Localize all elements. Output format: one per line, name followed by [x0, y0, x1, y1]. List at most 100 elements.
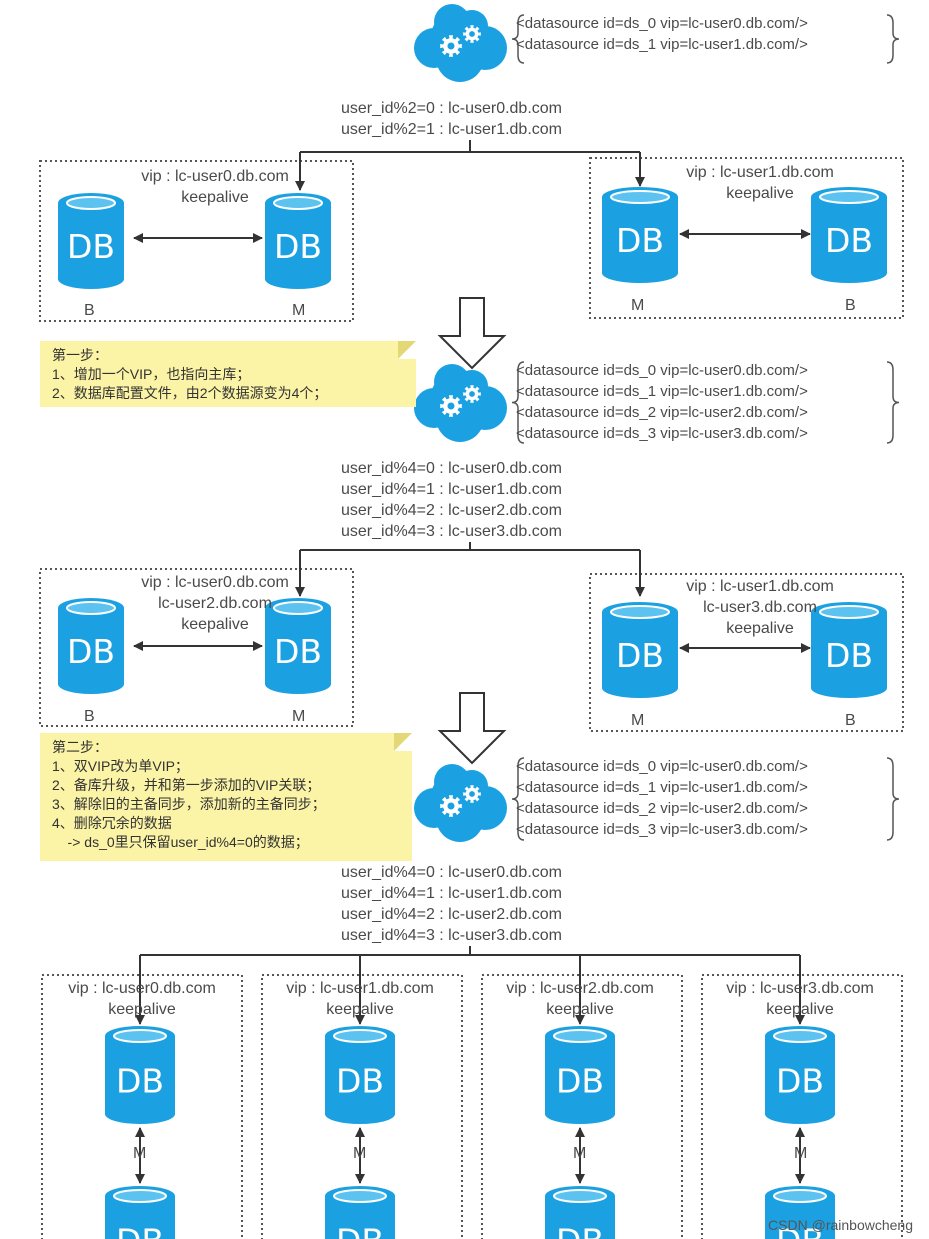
stage2-group1-vip: vip : lc-user1.db.com lc-user3.db.com ke…	[625, 576, 895, 639]
db-label: DB	[825, 636, 873, 675]
keepalive-label: keepalive	[726, 620, 794, 637]
db-body	[765, 1196, 835, 1239]
db-label: DB	[67, 632, 115, 671]
datasource-line: <datasource id=ds_0 vip=lc-user0.db.com/…	[516, 362, 808, 379]
down-arrow-icon	[437, 297, 507, 370]
routing-rule: user_id%4=2 : lc-user2.db.com	[341, 906, 562, 923]
db-label: DB	[336, 1221, 384, 1239]
gear-hole	[447, 402, 455, 410]
db-body	[602, 612, 678, 698]
db-top-rim	[66, 196, 116, 210]
db-body	[545, 1036, 615, 1124]
keepalive-label: keepalive	[108, 1001, 176, 1018]
db-top-rim	[610, 605, 670, 619]
db-body	[325, 1036, 395, 1124]
vip-label: vip : lc-user1.db.com	[686, 578, 834, 595]
gear-hole	[469, 791, 475, 797]
curly-brace	[511, 757, 525, 841]
database-icon: DB	[105, 1026, 175, 1124]
stage2-group0-vip: vip : lc-user0.db.com lc-user2.db.com ke…	[80, 572, 350, 635]
db-label: DB	[776, 1061, 824, 1100]
vip-label: vip : lc-user3.db.com	[726, 980, 874, 997]
role-label: B	[845, 297, 856, 314]
keepalive-label: keepalive	[766, 1001, 834, 1018]
gear-hole	[469, 391, 475, 397]
db-label: DB	[825, 221, 873, 260]
database-icon: DB	[58, 598, 124, 694]
vip-label: lc-user2.db.com	[158, 595, 272, 612]
note-fold-corner	[398, 341, 416, 359]
stage3-group2-vip: vip : lc-user2.db.com keepalive	[480, 978, 680, 1020]
datasource-line: <datasource id=ds_1 vip=lc-user1.db.com/…	[516, 36, 808, 53]
cloud-gear-icon	[414, 4, 507, 82]
role-label: M	[573, 1145, 587, 1162]
replica-group-box	[481, 974, 683, 1239]
db-body	[545, 1196, 615, 1239]
db-top-rim	[273, 196, 323, 210]
step2-note: 第二步： 1、双VIP改为单VIP； 2、备库升级，并和第一步添加的VIP关联；…	[40, 733, 412, 861]
routing-rule: user_id%2=0 : lc-user0.db.com	[341, 100, 562, 117]
routing-rule: user_id%4=1 : lc-user1.db.com	[341, 885, 562, 902]
db-label: DB	[274, 632, 322, 671]
curly-brace	[511, 361, 525, 444]
database-icon: DB	[58, 193, 124, 289]
note-line: 1、双VIP改为单VIP；	[52, 758, 189, 774]
cloud-puff	[436, 394, 484, 442]
replica-group-box	[39, 568, 354, 727]
db-top-rim	[113, 1029, 167, 1043]
db-top-rim	[773, 1189, 827, 1203]
curly-brace	[886, 757, 900, 841]
vip-label: lc-user3.db.com	[703, 599, 817, 616]
note-line: -> ds_0里只保留user_id%4=0的数据；	[52, 834, 309, 850]
note-line: 2、备库升级，并和第一步添加的VIP关联；	[52, 777, 321, 793]
note-line: 3、解除旧的主备同步，添加新的主备同步；	[52, 796, 326, 812]
role-label: M	[353, 1145, 367, 1162]
datasource-line: <datasource id=ds_1 vip=lc-user1.db.com/…	[516, 383, 808, 400]
datasource-line: <datasource id=ds_2 vip=lc-user2.db.com/…	[516, 404, 808, 421]
keepalive-label: keepalive	[181, 189, 249, 206]
db-top-rim	[819, 605, 879, 619]
routing-rule: user_id%2=1 : lc-user1.db.com	[341, 121, 562, 138]
role-label: M	[292, 302, 306, 319]
routing-rule: user_id%4=0 : lc-user0.db.com	[341, 460, 562, 477]
vip-label: vip : lc-user0.db.com	[68, 980, 216, 997]
stage1-datasource-list: <datasource id=ds_0 vip=lc-user0.db.com/…	[516, 13, 808, 55]
role-label: M	[631, 297, 645, 314]
cloud-gear-icon	[414, 764, 507, 842]
db-top-rim	[273, 601, 323, 615]
db-body	[602, 197, 678, 283]
note-line: 第二步：	[52, 739, 108, 755]
db-top-rim	[610, 190, 670, 204]
routing-rule: user_id%4=0 : lc-user0.db.com	[341, 864, 562, 881]
db-body	[811, 197, 887, 283]
db-body	[58, 608, 124, 694]
routing-rule: user_id%4=1 : lc-user1.db.com	[341, 481, 562, 498]
replica-group-box	[701, 974, 903, 1239]
db-body	[265, 608, 331, 694]
stage3-group0-vip: vip : lc-user0.db.com keepalive	[42, 978, 242, 1020]
database-icon: DB	[765, 1026, 835, 1124]
database-icon: DB	[105, 1186, 175, 1239]
db-body	[58, 203, 124, 289]
gear-hole	[447, 802, 455, 810]
watermark: CSDN @rainbowcheng	[768, 1217, 913, 1233]
datasource-line: <datasource id=ds_0 vip=lc-user0.db.com/…	[516, 15, 808, 32]
curly-brace	[511, 14, 525, 64]
db-top-rim	[553, 1189, 607, 1203]
db-label: DB	[274, 227, 322, 266]
gear-hole	[447, 42, 455, 50]
replica-group-box	[589, 157, 904, 319]
stage3-group3-vip: vip : lc-user3.db.com keepalive	[700, 978, 900, 1020]
db-body	[105, 1036, 175, 1124]
routing-rule: user_id%4=2 : lc-user2.db.com	[341, 502, 562, 519]
database-icon: DB	[545, 1026, 615, 1124]
role-label: M	[292, 708, 306, 725]
note-line: 第一步：	[52, 347, 108, 363]
vip-label: vip : lc-user2.db.com	[506, 980, 654, 997]
cloud-gear-icon	[414, 364, 507, 442]
db-top-rim	[773, 1029, 827, 1043]
db-label: DB	[116, 1061, 164, 1100]
role-label: M	[133, 1145, 147, 1162]
db-body	[325, 1196, 395, 1239]
